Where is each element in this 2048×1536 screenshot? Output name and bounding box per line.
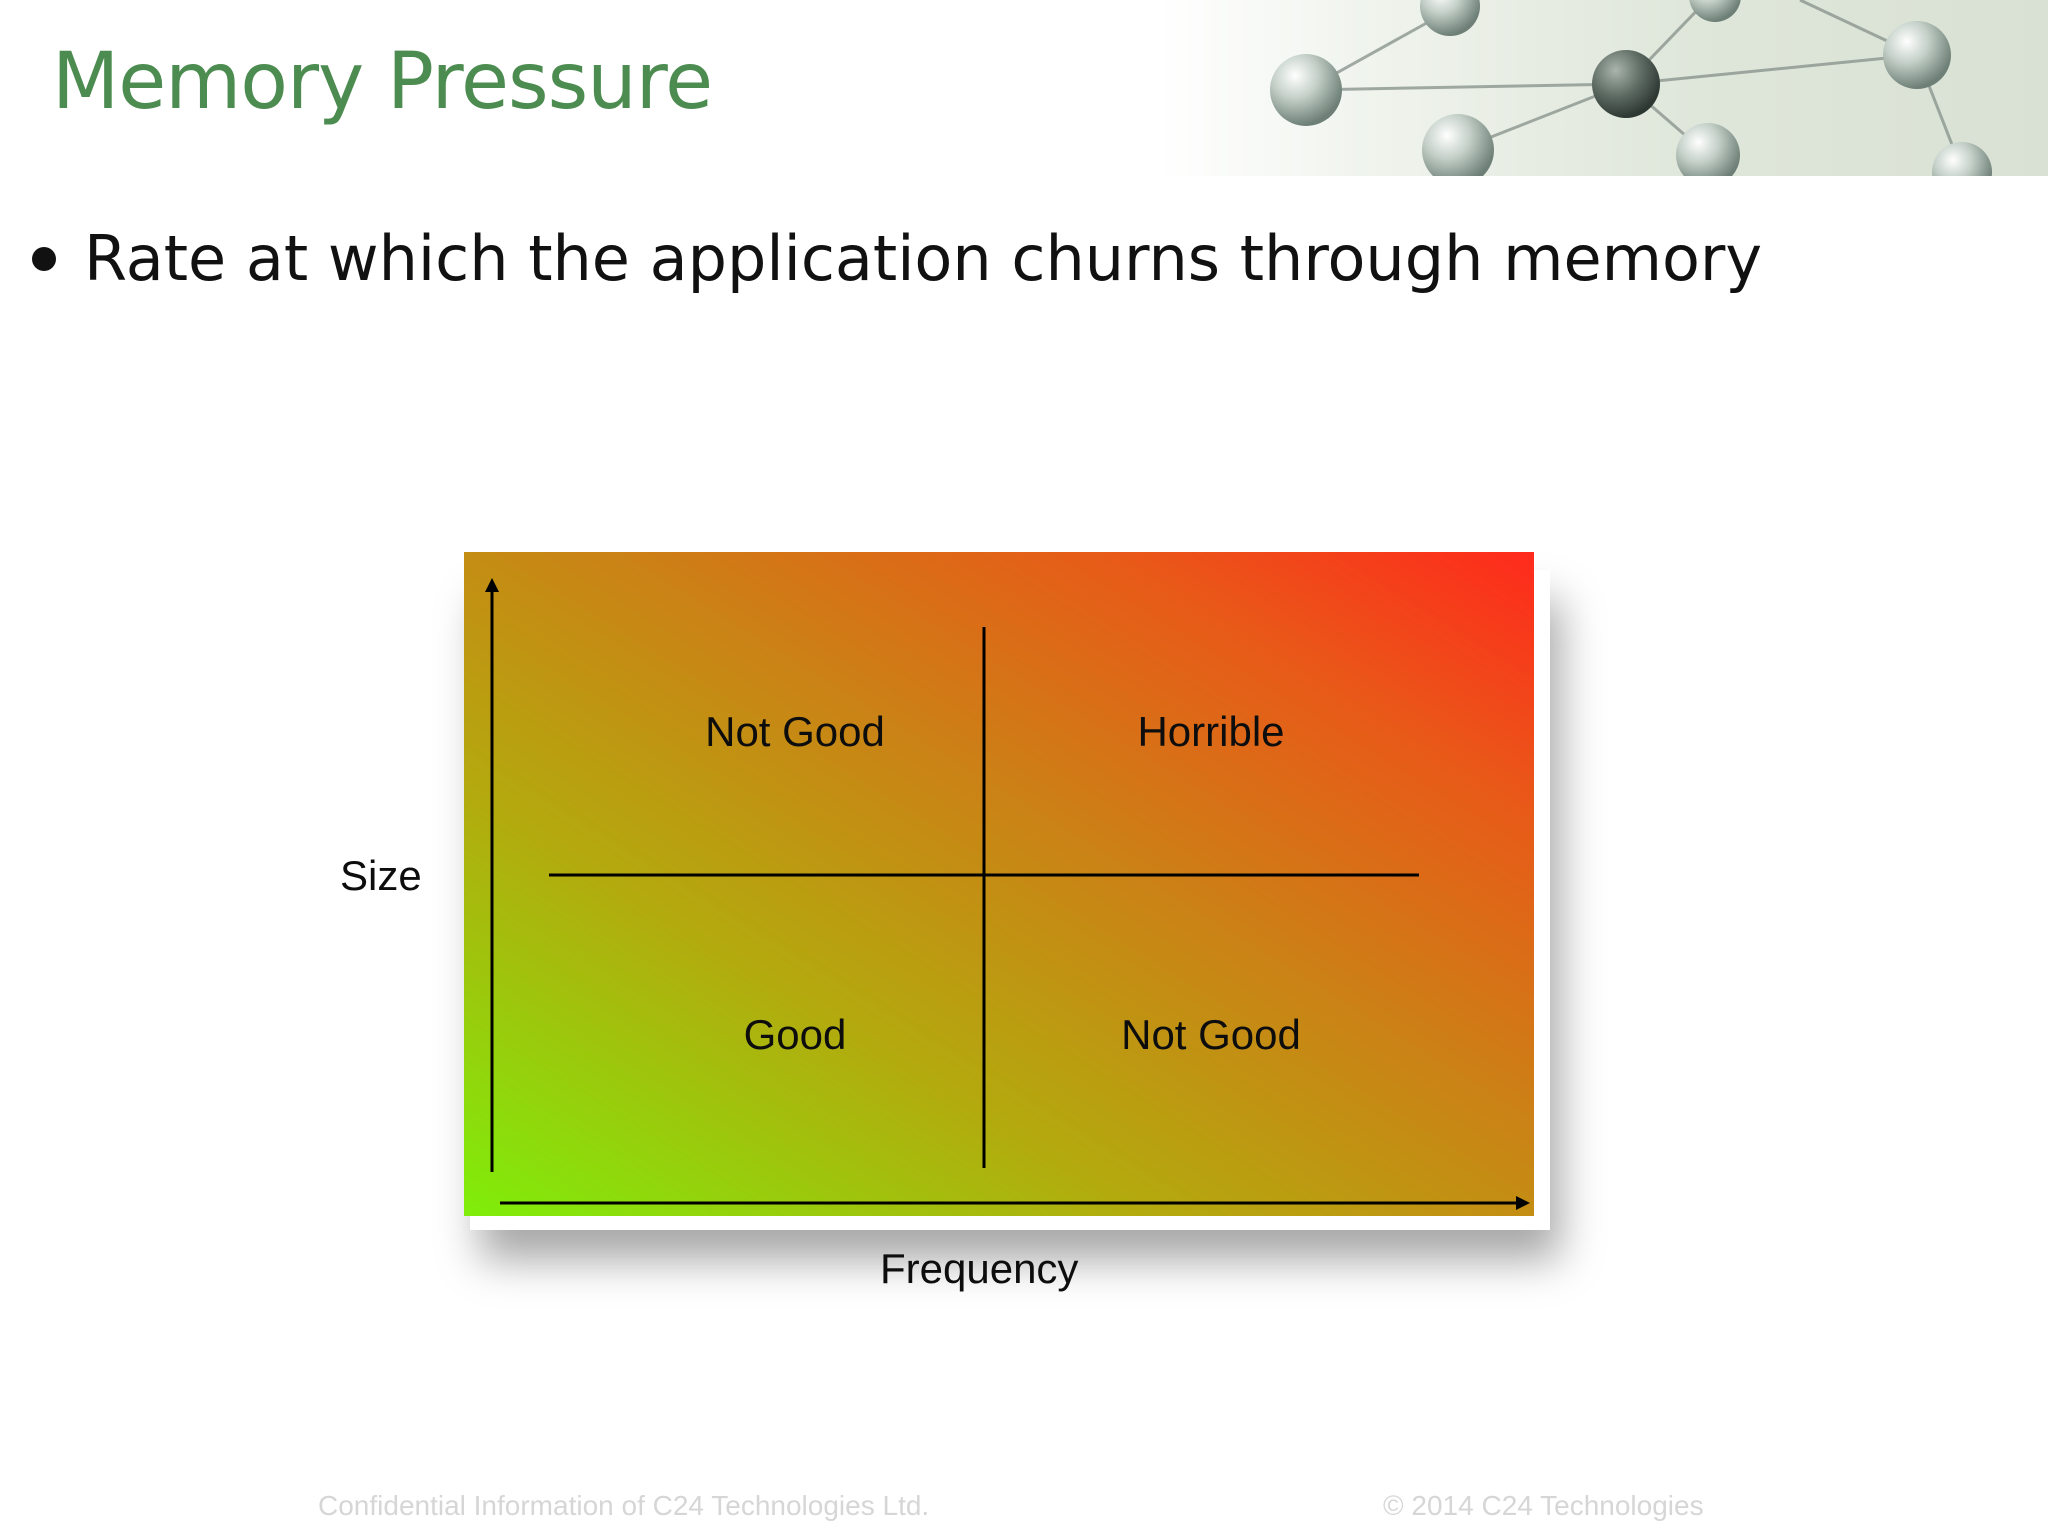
x-axis-label: Frequency: [880, 1245, 1079, 1292]
header-network-image: [1160, 0, 2048, 176]
y-axis-label: Size: [340, 852, 422, 899]
footer-confidential: Confidential Information of C24 Technolo…: [318, 1490, 930, 1521]
quadrant-diagram-lines: [485, 578, 1530, 1210]
quadrant-top-left-label: Not Good: [705, 708, 885, 755]
bullet-dot-icon: [32, 246, 56, 271]
quadrant-bottom-right-label: Not Good: [1121, 1011, 1301, 1058]
slide-title: Memory Pressure: [52, 37, 713, 127]
sphere-group: [1270, 0, 1992, 176]
footer-copyright: © 2014 C24 Technologies: [1383, 1490, 1704, 1521]
network-spheres-icon: [1270, 0, 1992, 176]
bullet-item: Rate at which the application churns thr…: [32, 222, 1762, 295]
quadrant-diagram-background: [464, 552, 1534, 1216]
quadrant-bottom-left-label: Good: [743, 1011, 847, 1058]
bullet-text: Rate at which the application churns thr…: [84, 222, 1763, 295]
quadrant-top-right-label: Horrible: [1137, 708, 1285, 755]
